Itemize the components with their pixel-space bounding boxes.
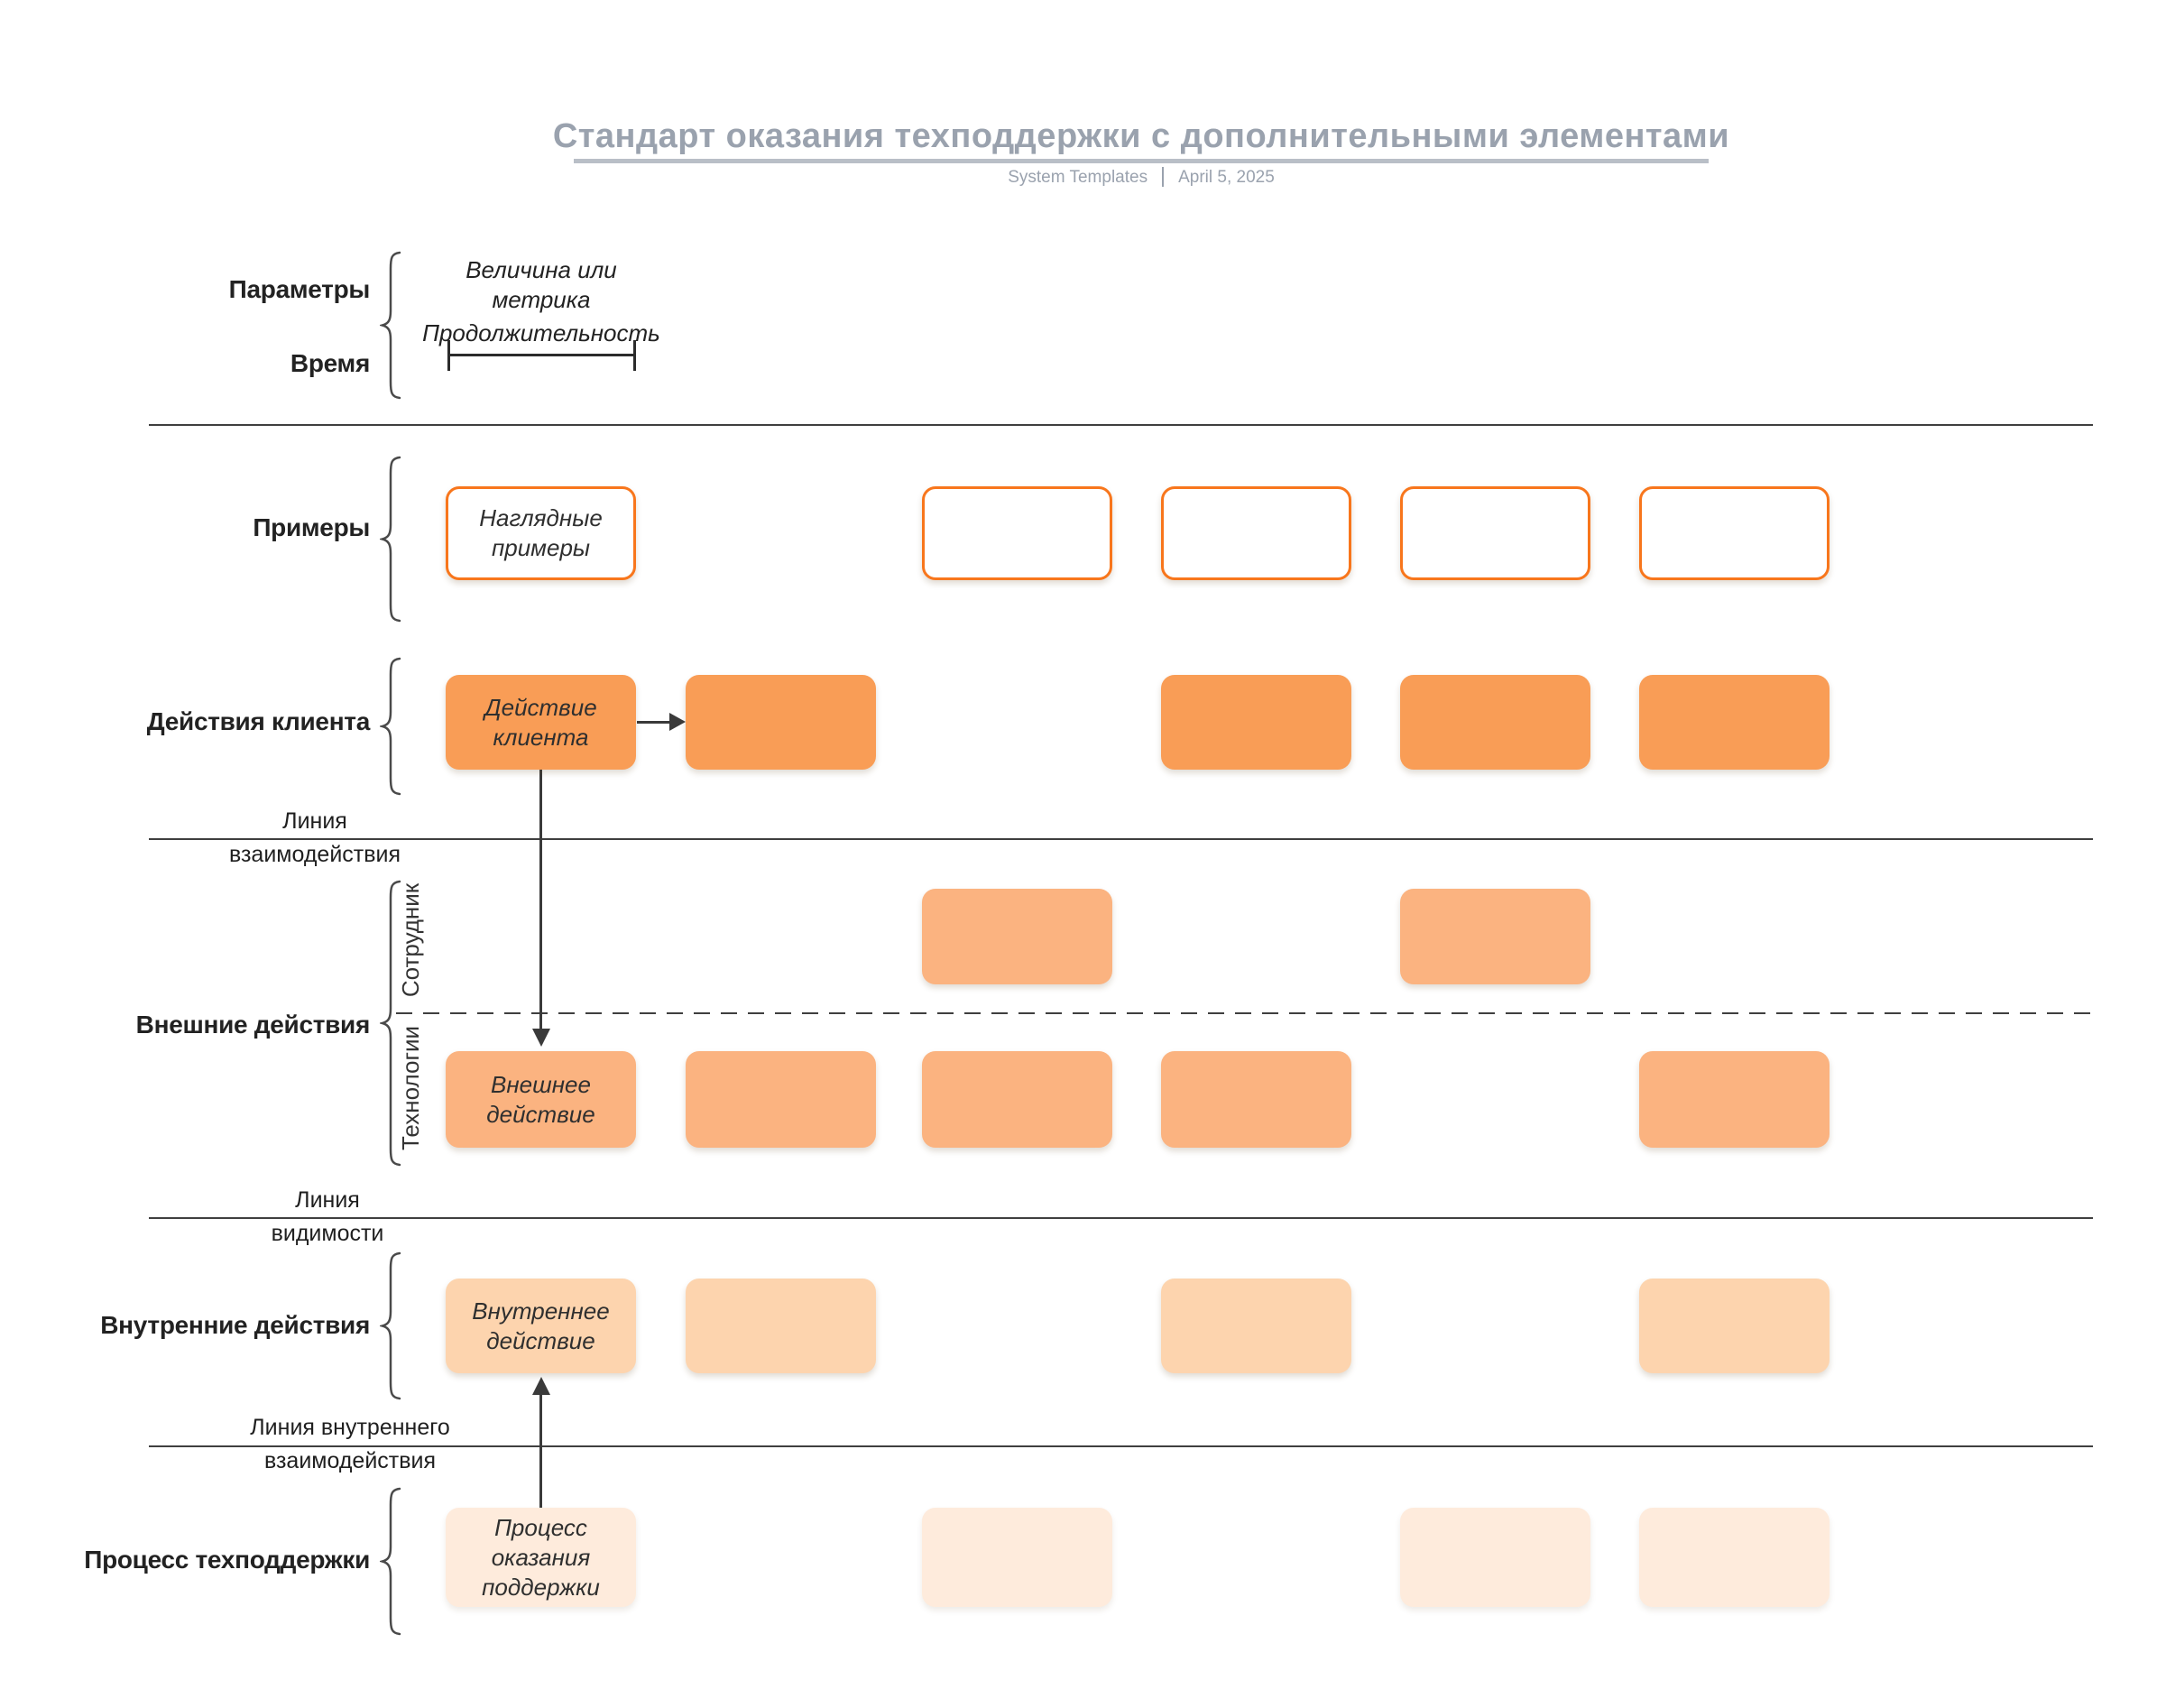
- examples-box-c5[interactable]: [1639, 486, 1830, 580]
- internal-box-c1[interactable]: Внутреннее действие: [446, 1279, 636, 1373]
- customer-box-c1[interactable]: Действие клиента: [446, 675, 636, 770]
- staff-box-c4[interactable]: [1400, 889, 1590, 984]
- brace-examples: [380, 456, 403, 623]
- examples-box-c3[interactable]: [1161, 486, 1351, 580]
- arrow-process-to-internal-head: [532, 1377, 550, 1395]
- arrow-customer-next-line: [637, 721, 673, 724]
- metric-note: Величина или метрика: [465, 256, 617, 313]
- brace-internal: [380, 1251, 403, 1400]
- customer-box-c3[interactable]: [1161, 675, 1351, 770]
- internal-box-c3[interactable]: [1161, 1279, 1351, 1373]
- internal-box-c2b[interactable]: [686, 1279, 876, 1373]
- staff-box-c2[interactable]: [922, 889, 1112, 984]
- tech-box-c3[interactable]: [1161, 1051, 1351, 1148]
- customer-box-c2b[interactable]: [686, 675, 876, 770]
- examples-box-c1[interactable]: Наглядные примеры: [446, 486, 636, 580]
- label-parameters: Параметры: [228, 275, 371, 303]
- process-box-c2[interactable]: [922, 1508, 1112, 1607]
- title-underline: [574, 159, 1709, 163]
- duration-tick-right: [633, 340, 636, 371]
- arrow-process-to-internal-line: [539, 1393, 542, 1508]
- arrow-customer-next-head: [669, 713, 686, 731]
- divider-line-of-visibility: [149, 1217, 2093, 1219]
- examples-box-c2[interactable]: [922, 486, 1112, 580]
- duration-note: Продолжительность: [422, 319, 660, 346]
- examples-box-c4[interactable]: [1400, 486, 1590, 580]
- process-box-c5[interactable]: [1639, 1508, 1830, 1607]
- label-external-actions: Внешние действия: [135, 1011, 371, 1039]
- page-subtitle: System Templates April 5, 2025: [510, 167, 1773, 188]
- duration-line: [447, 354, 636, 356]
- arrow-customer-to-external-line: [539, 770, 542, 1029]
- arrow-customer-to-external-head: [532, 1029, 550, 1047]
- label-time: Время: [290, 349, 370, 377]
- brace-parameters: [380, 251, 403, 400]
- lane-dashed-divider: [396, 1012, 2093, 1014]
- tech-box-c2[interactable]: [922, 1051, 1112, 1148]
- label-examples: Примеры: [253, 513, 370, 541]
- tech-box-c1[interactable]: Внешнее действие: [446, 1051, 636, 1148]
- brace-customer: [380, 657, 403, 796]
- brace-external: [380, 880, 403, 1167]
- internal-box-c5[interactable]: [1639, 1279, 1830, 1373]
- divider-parameters: [149, 424, 2093, 426]
- caption-line-of-interaction: Линия взаимодействия: [228, 808, 401, 867]
- duration-tick-left: [447, 340, 450, 371]
- divider-line-of-interaction: [149, 838, 2093, 840]
- customer-box-c5[interactable]: [1639, 675, 1830, 770]
- subtitle-separator: [1162, 167, 1165, 187]
- customer-box-c4[interactable]: [1400, 675, 1590, 770]
- subtitle-source: System Templates: [1008, 168, 1148, 187]
- tech-box-c5[interactable]: [1639, 1051, 1830, 1148]
- process-box-c4[interactable]: [1400, 1508, 1590, 1607]
- brace-process: [380, 1487, 403, 1636]
- label-support-process: Процесс техподдержки: [84, 1546, 370, 1574]
- label-customer-actions: Действия клиента: [146, 707, 371, 735]
- caption-line-of-visibility: Линия видимости: [271, 1187, 384, 1246]
- subtitle-date: April 5, 2025: [1178, 168, 1275, 187]
- tech-box-c2b[interactable]: [686, 1051, 876, 1148]
- label-internal-actions: Внутренние действия: [100, 1311, 370, 1339]
- caption-line-of-internal-interaction: Линия внутреннего взаимодействия: [250, 1415, 450, 1473]
- process-box-c1[interactable]: Процесс оказания поддержки: [446, 1508, 636, 1607]
- divider-line-of-internal-interaction: [149, 1445, 2093, 1447]
- page-title: Стандарт оказания техподдержки с дополни…: [552, 117, 1730, 155]
